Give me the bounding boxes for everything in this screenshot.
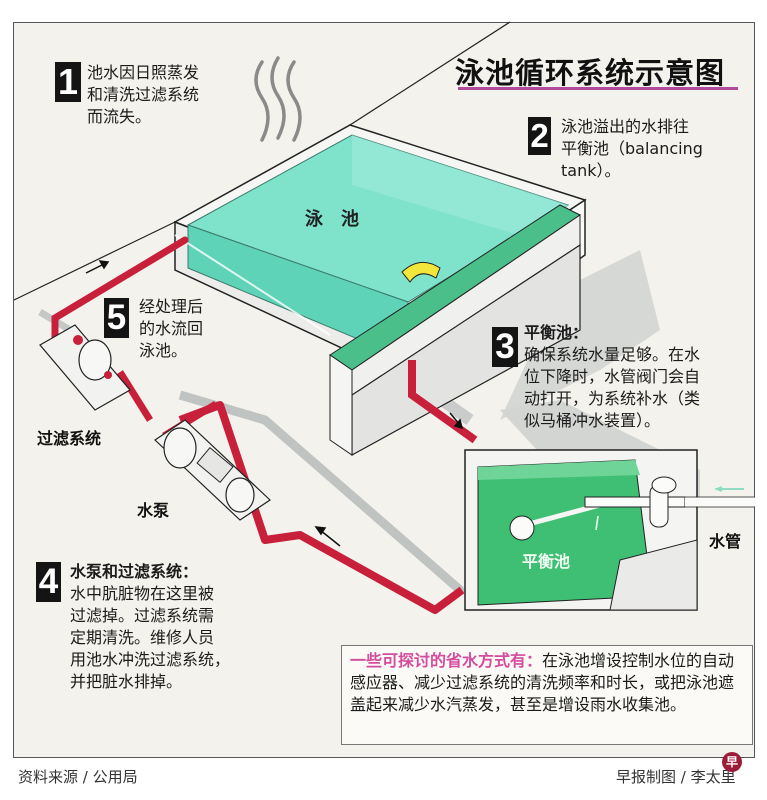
graphic-credit: 早报制图 / 李太里 [616, 768, 736, 786]
zaobao-logo-icon: 早 [722, 752, 742, 772]
step-1-badge: 1 [55, 62, 81, 102]
step-4-line: 水中肮脏物在这里被 [70, 584, 215, 603]
source-credit: 资料来源 / 公用局 [18, 768, 138, 786]
step-1-line: 池水因日照蒸发 [87, 63, 200, 82]
diagram-title: 泳池循环系统示意图 [455, 56, 726, 90]
gray-pipe [260, 415, 465, 595]
step-3-heading: 平衡池： [524, 323, 589, 342]
water-pipe-label: 水管 [709, 532, 742, 551]
overflow-pipe [408, 360, 478, 444]
step-2-line: 泳池溢出的水排往 [561, 117, 690, 136]
step-3-line: 似马桶冲水装置）。 [524, 411, 661, 430]
step-2-badge: 2 [528, 117, 551, 155]
step-2-note: 泳池溢出的水排往 平衡池（balancing tank）。 [561, 116, 703, 182]
step-3-badge: 3 [492, 327, 518, 367]
step-1-line: 而流失。 [87, 107, 152, 126]
step-4-line: 并把脏水排掉。 [70, 672, 183, 691]
title-underline [458, 87, 738, 90]
swimming-pool [173, 124, 587, 457]
tips-heading: 一些可探讨的省水方式有： [350, 651, 543, 670]
step-4-line: 定期清洗。维修人员 [70, 628, 215, 647]
balancing-tank [464, 400, 755, 611]
step-5-line: 泳池。 [139, 341, 188, 360]
overflow-arrow-icon [401, 261, 441, 283]
step-3-note: 平衡池： 确保系统水量足够。在水 位下降时，水管阀门会自 动打开，为系统补水（类… [524, 322, 700, 432]
step-3-line: 位下降时，水管阀门会自 [524, 367, 701, 386]
step-4-heading: 水泵和过滤系统： [70, 562, 199, 581]
step-4-badge: 4 [36, 562, 61, 602]
flow-arrows [85, 260, 464, 547]
step-3-line: 动打开，为系统补水（类 [524, 389, 701, 408]
pool-label: 泳池 [305, 209, 377, 230]
step-1-line: 和清洗过滤系统 [87, 85, 200, 104]
step-4-line: 用池水冲洗过滤系统， [70, 650, 231, 669]
evaporation-steam-icon [254, 56, 302, 142]
tips-body: 在泳池增设控制水位的自动感应器、减少过滤系统的清洗频率和时长，或把泳池遮盖起来减… [350, 651, 735, 714]
balancing-tank-label: 平衡池 [522, 552, 571, 571]
return-pipe [51, 236, 189, 344]
step-2-line: 平衡池（balancing [561, 139, 703, 158]
step-1-note: 池水因日照蒸发 和清洗过滤系统 而流失。 [87, 62, 199, 128]
step-4-line: 过滤掉。过滤系统需 [70, 606, 215, 625]
step-5-note: 经处理后 的水流回 泳池。 [139, 296, 203, 362]
step-2-line: tank）。 [561, 161, 621, 180]
step-4-note: 水泵和过滤系统： 水中肮脏物在这里被 过滤掉。过滤系统需 定期清洗。维修人员 用… [70, 561, 230, 693]
step-5-badge: 5 [104, 298, 129, 338]
pump-label: 水泵 [137, 501, 170, 520]
step-5-line: 的水流回 [139, 319, 204, 338]
step-3-line: 确保系统水量足够。在水 [524, 345, 701, 364]
water-pump [154, 419, 271, 521]
water-saving-tips-box: 一些可探讨的省水方式有：在泳池增设控制水位的自动感应器、减少过滤系统的清洗频率和… [341, 645, 753, 745]
filter-system [39, 324, 131, 411]
filter-system-label: 过滤系统 [37, 429, 102, 448]
step-5-line: 经处理后 [139, 297, 204, 316]
